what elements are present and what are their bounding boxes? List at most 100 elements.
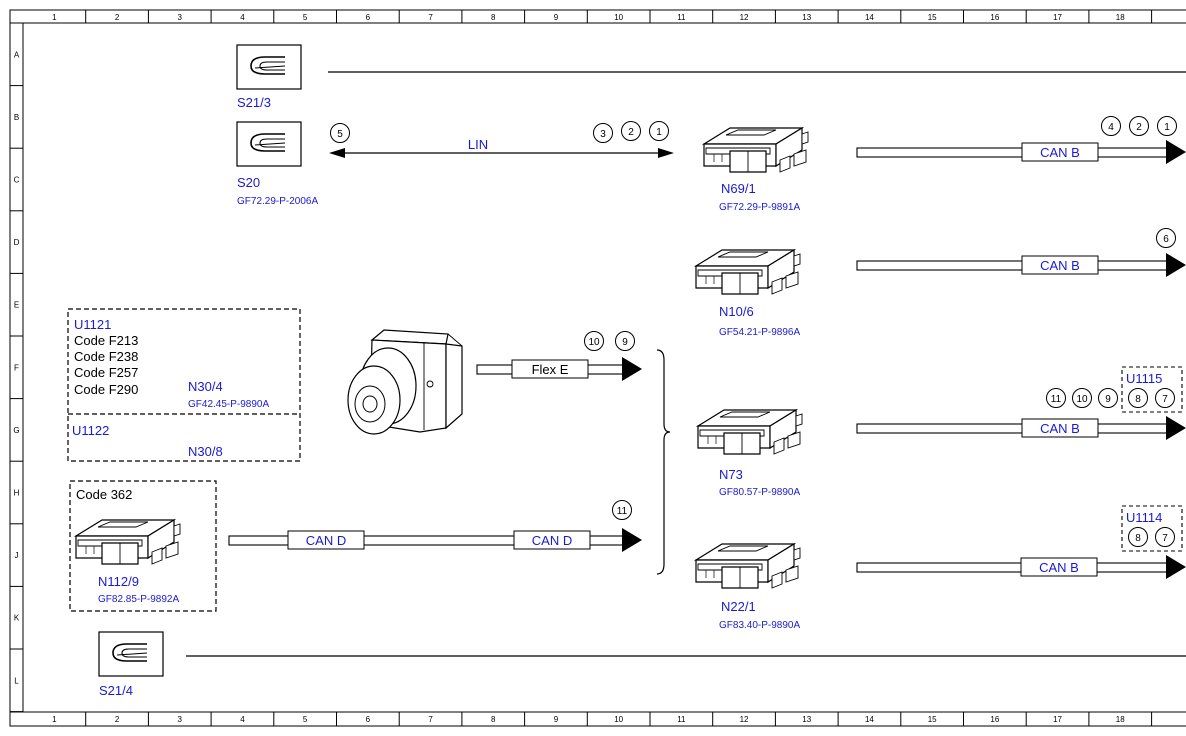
n69-1-ref-link[interactable]: GF72.29-P-9891A: [719, 202, 800, 213]
n22-1-component[interactable]: N22/1 GF83.40-P-9890A: [695, 543, 801, 631]
grid-col-label-top: 8: [491, 13, 496, 22]
bullet-number: 7: [1162, 394, 1168, 405]
n22-1-can-b-bus: CAN B: [856, 555, 1186, 579]
n30-8-label: N30/8: [188, 444, 223, 459]
grid-col-label-bottom: 7: [428, 715, 433, 724]
grid-labels: 1122334455667788991010111112121313141415…: [13, 13, 1125, 724]
arrow-right-icon: [1166, 253, 1186, 277]
n73-ref-link[interactable]: GF80.57-P-9890A: [719, 487, 800, 498]
can-d-bullet-11: 11: [612, 500, 632, 520]
s20-ref-link[interactable]: GF72.29-P-2006A: [237, 196, 318, 207]
n73-component[interactable]: N73 GF80.57-P-9890A: [697, 409, 803, 498]
can-d-label-right: CAN D: [532, 533, 572, 548]
bullet-number: 4: [1108, 122, 1114, 133]
lin-bullet-3: 3: [593, 123, 613, 143]
n73-bullet-9: 9: [1098, 388, 1118, 408]
s21-3-component[interactable]: S21/3: [236, 44, 302, 110]
bullet-number: 1: [656, 127, 662, 138]
s21-4-label: S21/4: [99, 683, 133, 698]
arrow-left-icon: [329, 148, 345, 158]
grid-frame: [9, 9, 1186, 727]
bullet-number: 8: [1135, 394, 1141, 405]
arrow-right-icon: [622, 357, 642, 381]
n30-4-ref-link[interactable]: GF42.45-P-9890A: [188, 399, 269, 410]
s21-3-label: S21/3: [237, 95, 271, 110]
can-b-label: CAN B: [1040, 145, 1080, 160]
grid-col-label-top: 13: [802, 13, 811, 22]
n69-1-can-b-bus: CAN B: [856, 140, 1186, 164]
arrow-right-icon: [658, 148, 674, 158]
n30-4-label: N30/4: [188, 379, 223, 394]
grid-col-label-top: 10: [614, 13, 623, 22]
bullet-number: 9: [622, 337, 628, 348]
switch-symbol-icon: [98, 631, 164, 677]
grid-row-label: C: [14, 176, 20, 185]
control-unit-icon: [697, 409, 803, 455]
bullet-number: 10: [1076, 394, 1088, 405]
n69-bullet-4: 4: [1101, 116, 1121, 136]
hydraulic-unit-icon: [347, 329, 463, 435]
flex-bullet-10: 10: [584, 331, 604, 351]
control-unit-icon: [695, 543, 801, 589]
grid-col-label-bottom: 6: [366, 715, 371, 724]
grid-row-label: K: [14, 614, 20, 623]
code-362-variant-box: Code 362: [69, 480, 217, 612]
n22-1-label: N22/1: [721, 599, 756, 614]
grid-col-label-top: 3: [178, 13, 183, 22]
grid-col-label-top: 11: [677, 13, 686, 22]
lin-bullet-5: 5: [330, 123, 350, 143]
grid-col-label-bottom: 18: [1116, 715, 1125, 724]
n73-bullet-10: 10: [1072, 388, 1092, 408]
switch-symbol-icon: [236, 121, 302, 167]
n112-9-component[interactable]: N112/9 GF82.85-P-9892A: [75, 519, 181, 605]
n10-6-label: N10/6: [719, 304, 754, 319]
bullet-number: 5: [337, 129, 343, 140]
flex-e-label: Flex E: [532, 362, 569, 377]
bullet-number: 9: [1105, 394, 1111, 405]
n69-1-component[interactable]: N69/1 GF72.29-P-9891A: [703, 127, 809, 213]
grid-col-label-bottom: 16: [990, 715, 999, 724]
grid-col-label-bottom: 10: [614, 715, 623, 724]
u1114-title: U1114: [1126, 510, 1162, 525]
s20-label: S20: [237, 175, 260, 190]
grid-col-label-top: 7: [428, 13, 433, 22]
n69-1-label: N69/1: [721, 181, 756, 196]
can-b-label: CAN B: [1039, 560, 1079, 575]
n10-6-ref-link[interactable]: GF54.21-P-9896A: [719, 327, 800, 338]
code-f290: Code F290: [74, 382, 138, 397]
bullet-number: 1: [1164, 122, 1170, 133]
can-d-bus: CAN D CAN D: [228, 528, 642, 552]
n112-9-label: N112/9: [98, 574, 139, 589]
grid-col-label-bottom: 2: [115, 715, 120, 724]
grid-row-label: E: [14, 301, 19, 310]
grid-row-label: L: [14, 676, 19, 685]
grid-col-label-bottom: 12: [740, 715, 749, 724]
code-f213: Code F213: [74, 333, 138, 348]
u1121-variant-box: U1121 Code F213 Code F238 Code F257 Code…: [67, 308, 301, 462]
n69-bullet-2: 2: [1129, 116, 1149, 136]
u1121-title: U1121: [74, 317, 111, 332]
bullet-number: 2: [628, 127, 634, 138]
grid-col-label-top: 4: [240, 13, 245, 22]
n112-9-ref-link[interactable]: GF82.85-P-9892A: [98, 594, 179, 605]
grid-col-label-bottom: 1: [52, 715, 57, 724]
s20-component[interactable]: S20 GF72.29-P-2006A: [236, 121, 318, 207]
flex-e-bus: Flex E: [476, 357, 642, 381]
s21-4-component[interactable]: S21/4: [98, 631, 164, 698]
grouping-brace: [656, 349, 671, 575]
grid-col-label-top: 15: [928, 13, 937, 22]
grid-col-label-top: 6: [366, 13, 371, 22]
n22-1-ref-link[interactable]: GF83.40-P-9890A: [719, 620, 800, 631]
bullet-number: 10: [588, 337, 600, 348]
grid-col-label-bottom: 15: [928, 715, 937, 724]
arrow-right-icon: [1166, 416, 1186, 440]
grid-col-label-bottom: 13: [802, 715, 811, 724]
code-f238: Code F238: [74, 349, 138, 364]
arrow-right-icon: [622, 528, 642, 552]
grid-col-label-top: 12: [740, 13, 749, 22]
can-d-label-left: CAN D: [306, 533, 346, 548]
grid-col-label-top: 5: [303, 13, 308, 22]
n10-6-component[interactable]: N10/6 GF54.21-P-9896A: [695, 249, 801, 338]
grid-col-label-top: 1: [52, 13, 57, 22]
